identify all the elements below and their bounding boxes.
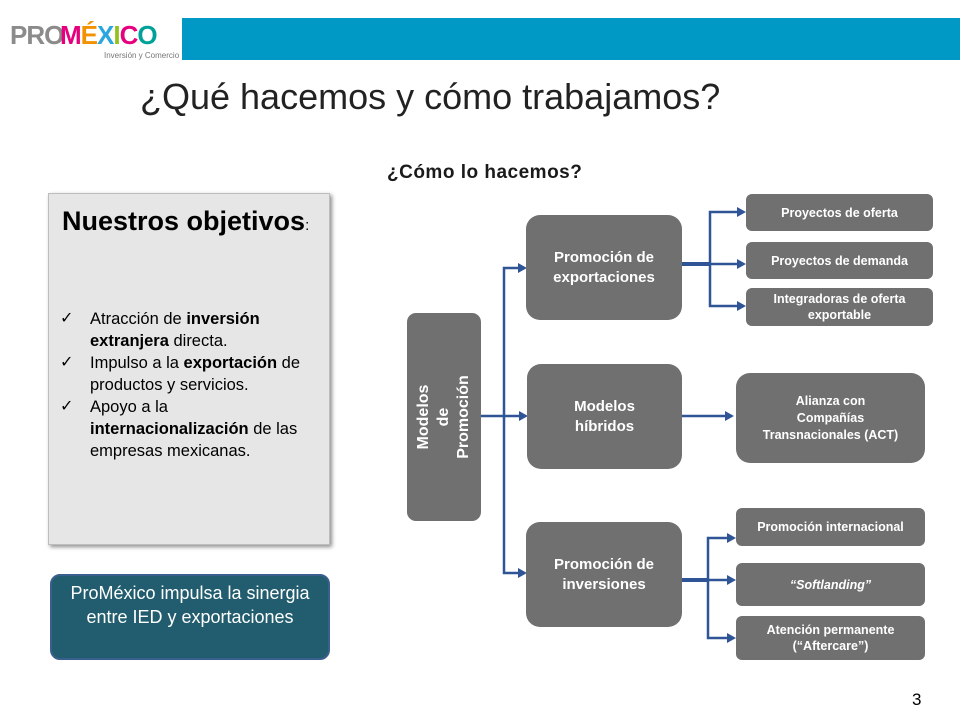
leaf-node-integradoras: Integradoras de oferta exportable — [746, 288, 933, 326]
arrowhead — [727, 575, 736, 585]
diagram-heading: ¿Cómo lo hacemos? — [387, 162, 583, 183]
logo-pro-text: PRO — [10, 20, 64, 50]
connector-inv-pi — [706, 536, 730, 580]
objectives-title-text: Nuestros objetivos — [62, 206, 306, 236]
logo-mexico-text: MÉXICO — [60, 20, 158, 51]
objectives-title: Nuestros objetivos: — [62, 205, 312, 242]
checkmark-icon: ✓ — [60, 310, 74, 327]
leaf-node-promocion-internacional: Promoción internacional — [736, 508, 925, 546]
arrowhead — [519, 411, 528, 421]
objectives-list: ✓ Atracción de inversión extranjera dire… — [58, 308, 320, 462]
logo-tagline: Inversión y Comercio — [104, 51, 180, 60]
leaf-node-proyectos-oferta: Proyectos de oferta — [746, 194, 933, 231]
objective-item: ✓ Impulso a la exportación de productos … — [58, 352, 320, 396]
leaf-node-aftercare: Atención permanente (“Aftercare”) — [736, 616, 925, 660]
objective-bold: internacionalización — [90, 420, 249, 438]
header-bar — [182, 18, 960, 60]
objective-bold: exportación — [183, 354, 278, 372]
objective-item: ✓ Apoyo a la internacionalización de las… — [58, 396, 320, 462]
connector-exp-oferta — [708, 210, 738, 264]
connector-exp-integradoras — [708, 264, 738, 308]
logo-letter: X — [97, 20, 114, 50]
checkmark-icon: ✓ — [60, 398, 74, 415]
logo-letter: M — [60, 20, 82, 50]
arrowhead — [725, 411, 734, 421]
connector-root-inversiones — [502, 416, 518, 575]
objectives-title-colon: : — [305, 217, 310, 234]
page-number: 3 — [912, 690, 922, 709]
branch-node-label: Modelos híbridos — [574, 397, 635, 435]
arrowhead — [518, 263, 527, 273]
arrowhead — [727, 533, 736, 543]
root-node-modelos-promocion: Modelos de Promoción — [407, 313, 481, 521]
objectives-panel — [48, 193, 330, 545]
branch-node-inversiones: Promoción de inversiones — [526, 522, 682, 627]
slide-title: ¿Qué hacemos y cómo trabajamos? — [140, 76, 721, 117]
branch-node-exportaciones: Promoción de exportaciones — [526, 215, 682, 320]
objective-text: de productos y servicios. — [90, 354, 301, 394]
logo-letter: É — [80, 20, 98, 50]
logo-letter: C — [119, 20, 139, 50]
arrowhead — [518, 568, 527, 578]
objective-text: de las empresas mexicanas. — [90, 420, 298, 460]
objective-item: ✓ Atracción de inversión extranjera dire… — [58, 308, 320, 352]
arrowhead — [737, 259, 746, 269]
branch-node-hibridos: Modelos híbridos — [527, 364, 682, 469]
objective-text: Atracción de — [90, 310, 187, 328]
arrowhead — [737, 301, 746, 311]
sinergia-callout: ProMéxico impulsa la sinergia entre IED … — [50, 574, 330, 660]
arrowhead — [727, 633, 736, 643]
connector-root-exportaciones — [481, 266, 518, 418]
promexico-logo: PRO MÉXICO Inversión y Comercio — [10, 18, 180, 66]
objective-text: Impulso a la — [90, 354, 184, 372]
leaf-node-proyectos-demanda: Proyectos de demanda — [746, 242, 933, 279]
leaf-node-act: Alianza con Compañías Transnacionales (A… — [736, 373, 925, 463]
connector-inv-ap — [706, 580, 730, 640]
objective-text: Apoyo a la — [90, 398, 168, 416]
objective-bold: inversión extranjera — [90, 310, 260, 350]
leaf-node-softlanding: “Softlanding” — [736, 563, 925, 606]
root-node-label: Modelos de Promoción — [415, 375, 472, 459]
leaf-node-label: Alianza con Compañías Transnacionales (A… — [762, 393, 899, 442]
checkmark-icon: ✓ — [60, 354, 74, 371]
logo-letter: O — [137, 20, 157, 50]
arrowhead — [737, 207, 746, 217]
logo-letter: I — [113, 20, 120, 50]
objective-text: directa. — [168, 332, 228, 350]
